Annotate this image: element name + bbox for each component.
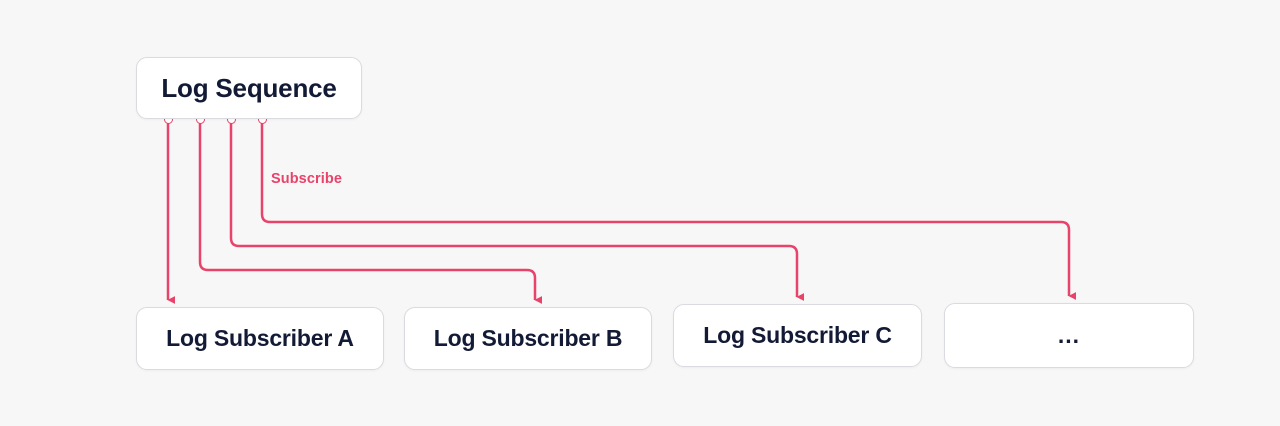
edge-label-subscribe: Subscribe: [271, 171, 343, 187]
edge-to-subscriber-c: [229, 122, 804, 301]
node-subscriber-c-label: Log Subscriber C: [703, 322, 892, 348]
node-subscriber-a[interactable]: Log Subscriber A: [136, 307, 384, 370]
node-subscriber-a-label: Log Subscriber A: [166, 325, 354, 351]
node-subscriber-more[interactable]: ...: [944, 303, 1194, 368]
node-subscriber-c[interactable]: Log Subscriber C: [673, 304, 922, 367]
edge-to-subscriber-more: [260, 122, 1076, 300]
node-subscriber-more-label: ...: [1057, 322, 1081, 348]
node-subscriber-b-label: Log Subscriber B: [433, 325, 623, 351]
edge-to-subscriber-b: [198, 122, 542, 304]
node-log-sequence[interactable]: Log Sequence: [136, 57, 362, 119]
node-log-sequence-label: Log Sequence: [161, 72, 337, 103]
node-subscriber-b[interactable]: Log Subscriber B: [404, 307, 652, 370]
